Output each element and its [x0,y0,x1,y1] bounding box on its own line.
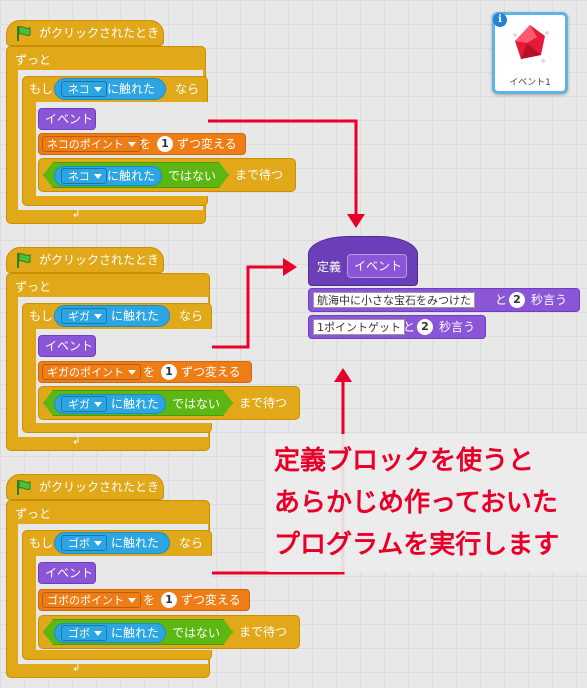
say-text-input[interactable]: 1ポイントゲット [313,319,405,335]
hat-label: がクリックされたとき [39,480,160,494]
wait-suffix: まで待つ [239,625,288,639]
variable-dropdown[interactable]: ギガのポイント [42,364,141,380]
touching-condition[interactable]: ネコ に触れた [54,78,166,100]
arrow-1-head [347,214,365,228]
not-operator[interactable]: ゴボ に触れた ではない [43,619,233,645]
change-value[interactable]: 1 [157,136,173,152]
touching-label: に触れた [111,626,160,640]
wait-until-block[interactable]: ネコ に触れた ではない まで待つ [38,158,296,192]
loop-arrow-icon: ↲ [72,436,81,447]
variable-dropdown[interactable]: ゴボのポイント [42,592,141,608]
say-and-label: と [495,293,508,307]
if-suffix: なら [179,309,204,323]
say-for-secs-block[interactable]: 航海中に小さな宝石をみつけた と 2 秒言う [308,288,580,312]
sprite-dropdown[interactable]: ギガ [61,396,107,412]
say-for-secs-block[interactable]: 1ポイントゲット と 2 秒言う [308,315,486,339]
change-value[interactable]: 1 [161,364,177,380]
call-event-label: イベント [45,339,94,353]
change-by-label: を [143,365,156,379]
arrow-3-head [334,368,352,382]
touching-label: に触れた [111,397,160,411]
sprite-dropdown[interactable]: ゴボ [61,535,107,551]
change-var-block[interactable]: ネコのポイント を 1 ずつ変える [38,133,246,155]
touching-condition[interactable]: ゴボ に触れた [54,532,170,554]
change-by-label: を [143,593,156,607]
flag-hat-block[interactable]: がクリックされたとき [6,247,164,273]
touching-condition[interactable]: ゴボ に触れた [54,623,166,643]
if-suffix: なら [175,82,200,96]
not-label: ではない [172,397,221,411]
forever-label: ずっと [15,280,52,294]
change-by-label: を [139,137,152,151]
say-and-label: と [403,320,416,334]
sprite-dropdown[interactable]: ネコ [61,168,107,184]
call-event-label: イベント [45,112,94,126]
loop-arrow-icon: ↲ [72,663,81,674]
say-secs-input[interactable]: 2 [417,319,433,335]
touching-label: に触れた [111,536,160,550]
touching-condition[interactable]: ネコ に触れた [54,166,162,186]
call-event-block[interactable]: イベント [38,562,96,584]
wait-until-block[interactable]: ゴボ に触れた ではない まで待つ [38,615,300,649]
not-label: ではない [168,169,217,183]
change-suffix: ずつ変える [181,593,241,607]
callout-line-2: あらかじめ作っておいた [274,488,558,518]
forever-label: ずっと [15,507,52,521]
if-label: もし [29,82,54,96]
gem-icon [513,25,549,63]
wait-suffix: まで待つ [239,396,288,410]
not-operator[interactable]: ギガ に触れた ではない [43,390,233,416]
info-icon[interactable]: i [493,13,507,27]
change-var-block[interactable]: ギガのポイント を 1 ずつ変える [38,361,252,383]
loop-arrow-icon: ↲ [72,209,81,220]
change-suffix: ずつ変える [181,365,241,379]
if-label: もし [29,536,54,550]
flag-hat-block[interactable]: がクリックされたとき [6,20,164,46]
hat-label: がクリックされたとき [39,26,160,40]
not-label: ではない [172,626,221,640]
call-event-block[interactable]: イベント [38,335,96,357]
green-flag-icon [17,480,31,495]
sprite-dropdown[interactable]: ゴボ [61,625,107,641]
sprite-dropdown[interactable]: ネコ [61,81,107,97]
forever-label: ずっと [15,53,52,67]
change-var-block[interactable]: ゴボのポイント を 1 ずつ変える [38,589,250,611]
touching-label: に触れた [111,309,160,323]
touching-condition[interactable]: ギガ に触れた [54,394,166,414]
not-operator[interactable]: ネコ に触れた ではない [43,162,229,188]
wait-until-block[interactable]: ギガ に触れた ではない まで待つ [38,386,300,420]
change-suffix: ずつ変える [177,137,237,151]
define-name: イベント [354,259,403,273]
callout-line-3: プログラムを実行します [274,530,560,560]
say-suffix: 秒言う [439,320,476,334]
change-value[interactable]: 1 [161,592,177,608]
define-label: 定義 [317,260,342,274]
if-label: もし [29,309,54,323]
touching-label: に触れた [107,169,156,183]
touching-condition[interactable]: ギガ に触れた [54,305,170,327]
touching-label: に触れた [107,82,156,96]
call-event-label: イベント [45,566,94,580]
green-flag-icon [17,253,31,268]
callout-annotation: 定義ブロックを使うと あらかじめ作っておいた プログラムを実行します [266,434,587,572]
sprite-dropdown[interactable]: ギガ [61,308,107,324]
arrow-2-head [283,258,297,276]
hat-label: がクリックされたとき [39,253,160,267]
say-secs-input[interactable]: 2 [509,292,525,308]
say-suffix: 秒言う [531,293,568,307]
sprite-name: イベント1 [509,78,551,88]
green-flag-icon [17,26,31,41]
sprite-thumbnail[interactable]: i イベント1 [492,12,568,94]
flag-hat-block[interactable]: がクリックされたとき [6,474,164,500]
say-text-input[interactable]: 航海中に小さな宝石をみつけた [313,292,475,308]
if-suffix: なら [179,536,204,550]
define-hat-block[interactable]: 定義 イベント [308,236,418,286]
callout-line-1: 定義ブロックを使うと [274,446,535,476]
call-event-block[interactable]: イベント [38,108,96,130]
wait-suffix: まで待つ [235,168,284,182]
variable-dropdown[interactable]: ネコのポイント [42,136,141,152]
define-name-block[interactable]: イベント [347,254,407,278]
